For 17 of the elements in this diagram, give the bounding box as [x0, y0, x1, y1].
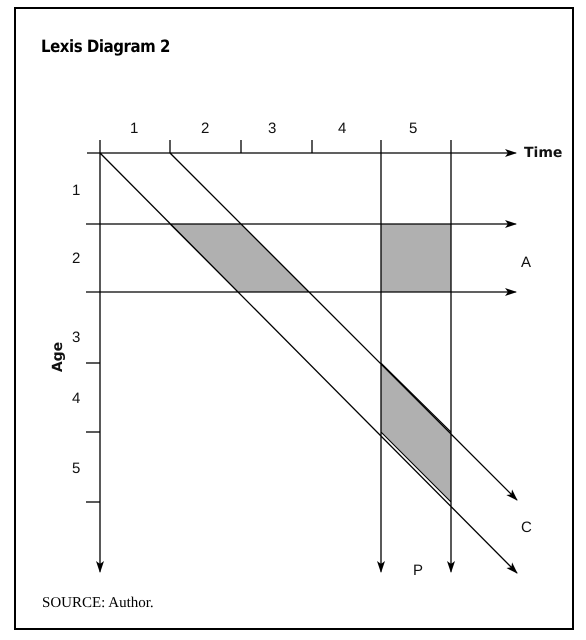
line-label: A [521, 255, 532, 270]
tick-label: 5 [409, 121, 418, 136]
source-note: SOURCE: Author. [42, 595, 154, 612]
tick-label: 4 [72, 391, 80, 406]
tick-label: 4 [338, 121, 346, 136]
tick-label: 2 [72, 251, 80, 266]
line-label: P [413, 563, 424, 578]
tick-label: 1 [72, 183, 80, 198]
tick-label: 5 [72, 461, 80, 476]
diagram-title: Lexis Diagram 2 [41, 37, 170, 57]
tick-label: 2 [201, 121, 210, 136]
axis-title: Time [524, 146, 562, 160]
tick-label: 1 [130, 121, 138, 136]
tick-label: 3 [72, 330, 80, 345]
tick-label: 3 [268, 121, 276, 136]
axis-title: Age [51, 342, 66, 372]
line-label: C [521, 520, 532, 535]
